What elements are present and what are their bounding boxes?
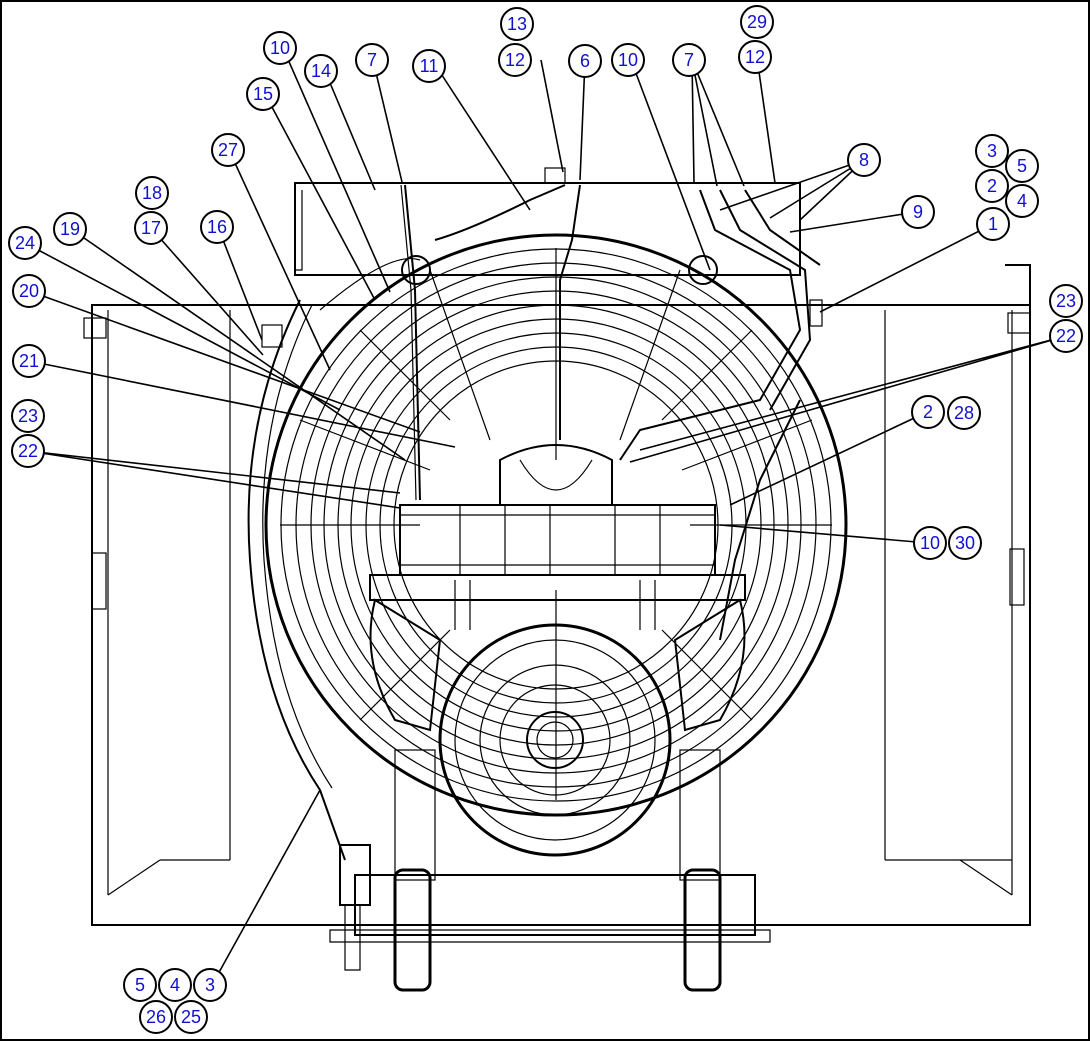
callout-10: 10 [913, 526, 947, 560]
svg-text:23: 23 [1056, 291, 1076, 311]
callout-3: 3 [975, 134, 1009, 168]
svg-text:22: 22 [18, 441, 38, 461]
svg-text:19: 19 [60, 219, 80, 239]
svg-text:24: 24 [15, 233, 35, 253]
radiator-housing [83, 264, 1031, 926]
svg-text:26: 26 [146, 1007, 166, 1027]
svg-text:25: 25 [181, 1007, 201, 1027]
svg-text:12: 12 [745, 47, 765, 67]
callout-1: 1 [976, 207, 1010, 241]
callout-12: 12 [498, 43, 532, 77]
callout-27: 27 [211, 133, 245, 167]
callout-3: 3 [193, 968, 227, 1002]
svg-text:28: 28 [954, 403, 974, 423]
svg-text:30: 30 [955, 533, 975, 553]
top-tank [294, 167, 801, 276]
svg-text:16: 16 [207, 217, 227, 237]
callout-28: 28 [947, 396, 981, 430]
callout-25: 25 [174, 1000, 208, 1034]
callout-26: 26 [139, 1000, 173, 1034]
callout-30: 30 [948, 526, 982, 560]
callout-16: 16 [200, 210, 234, 244]
svg-text:18: 18 [142, 183, 162, 203]
callout-9: 9 [901, 195, 935, 229]
svg-text:20: 20 [19, 281, 39, 301]
svg-text:4: 4 [1017, 191, 1027, 211]
svg-text:22: 22 [1056, 326, 1076, 346]
callout-23: 23 [1049, 284, 1083, 318]
svg-text:2: 2 [923, 402, 933, 422]
svg-text:5: 5 [1017, 156, 1027, 176]
leader-lines [24, 47, 1067, 986]
svg-text:2: 2 [987, 176, 997, 196]
callout-8: 8 [847, 143, 881, 177]
callout-2: 2 [975, 169, 1009, 203]
callout-10: 10 [263, 31, 297, 65]
callout-5: 5 [1005, 149, 1039, 183]
svg-text:8: 8 [859, 150, 869, 170]
callout-2: 2 [911, 395, 945, 429]
svg-text:13: 13 [507, 14, 527, 34]
engine-block [369, 444, 746, 881]
svg-text:6: 6 [580, 51, 590, 71]
svg-text:4: 4 [170, 975, 180, 995]
svg-text:3: 3 [987, 141, 997, 161]
svg-text:17: 17 [141, 218, 161, 238]
callout-6: 6 [568, 44, 602, 78]
callout-5: 5 [123, 968, 157, 1002]
svg-text:11: 11 [420, 56, 439, 76]
svg-text:12: 12 [505, 50, 525, 70]
svg-text:21: 21 [19, 351, 39, 371]
svg-text:1: 1 [988, 214, 998, 234]
callout-19: 19 [53, 212, 87, 246]
callout-24: 24 [8, 226, 42, 260]
callout-18: 18 [135, 176, 169, 210]
svg-text:5: 5 [135, 975, 145, 995]
callout-29: 29 [740, 5, 774, 39]
callout-21: 21 [12, 344, 46, 378]
svg-text:3: 3 [205, 975, 215, 995]
engine-base [329, 844, 771, 992]
svg-text:10: 10 [920, 533, 940, 553]
svg-text:10: 10 [618, 50, 638, 70]
callout-22: 22 [1049, 319, 1083, 353]
callout-12: 12 [738, 40, 772, 74]
callout-15: 15 [246, 77, 280, 111]
callout-17: 17 [134, 211, 168, 245]
svg-text:10: 10 [270, 38, 290, 58]
callout-10: 10 [611, 43, 645, 77]
callout-22: 22 [11, 434, 45, 468]
callout-20: 20 [12, 274, 46, 308]
svg-text:7: 7 [367, 50, 377, 70]
callout-4: 4 [158, 968, 192, 1002]
callout-11: 11 [412, 49, 446, 83]
callout-4: 4 [1005, 184, 1039, 218]
svg-text:23: 23 [18, 406, 38, 426]
flywheel [438, 623, 672, 857]
svg-text:29: 29 [747, 12, 767, 32]
fan-shroud [264, 233, 848, 817]
callout-13: 13 [500, 7, 534, 41]
svg-text:14: 14 [311, 61, 331, 81]
svg-text:7: 7 [684, 50, 694, 70]
callout-7: 7 [672, 43, 706, 77]
svg-text:27: 27 [218, 140, 238, 160]
callout-14: 14 [304, 54, 338, 88]
svg-text:9: 9 [913, 202, 923, 222]
svg-text:15: 15 [253, 84, 273, 104]
callout-7: 7 [355, 43, 389, 77]
callout-23: 23 [11, 399, 45, 433]
